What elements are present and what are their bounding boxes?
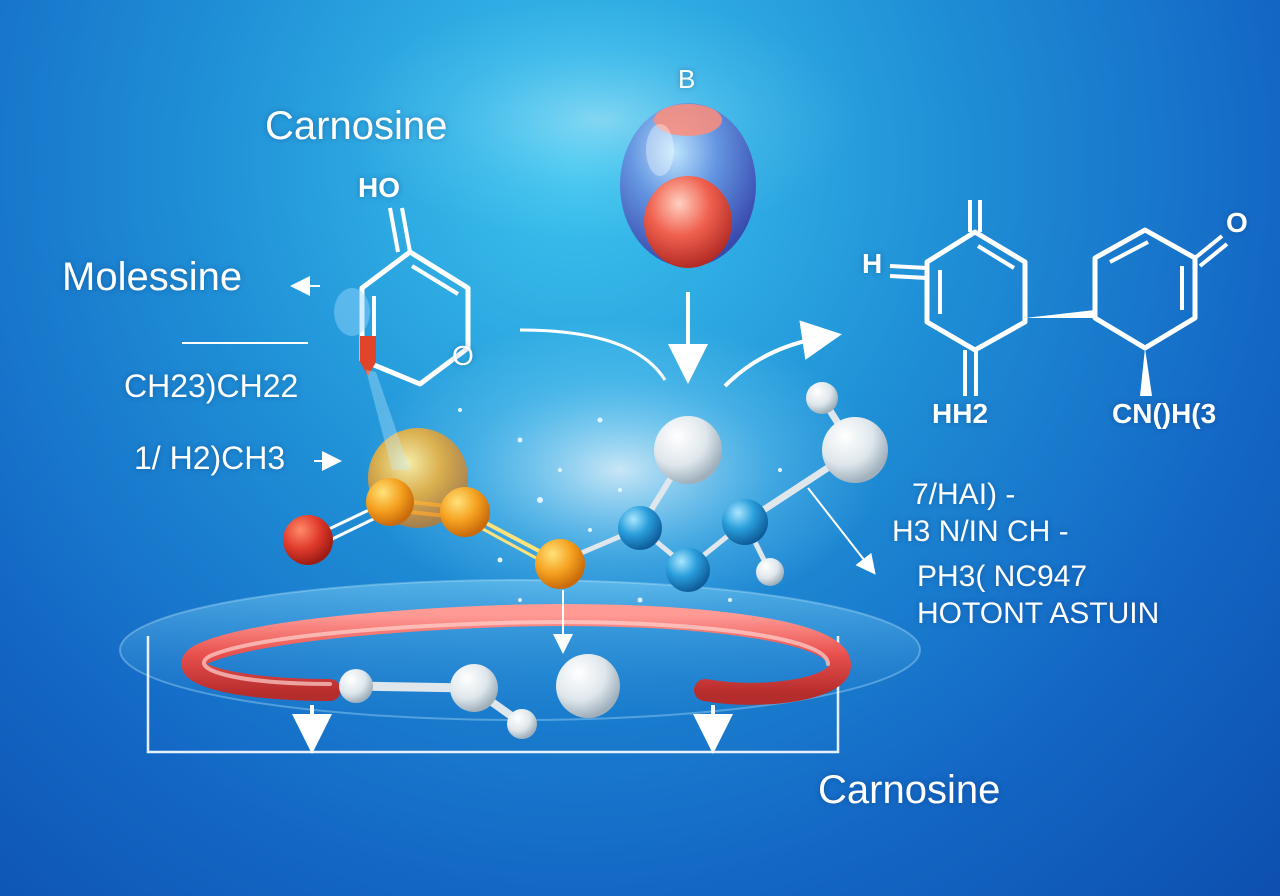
white-atom [654, 416, 722, 484]
ring-label-ho: HO [358, 172, 400, 203]
white-atom [339, 669, 373, 703]
title-carnosine-top: Carnosine [265, 104, 448, 148]
white-atom [450, 664, 498, 712]
blue-atom [722, 499, 768, 545]
white-atom [756, 558, 784, 586]
right-label-cn: CN()H(3 [1112, 398, 1217, 429]
label-molessine: Molessine [62, 255, 243, 299]
orange-atom [535, 539, 585, 589]
ring-double-bond [1109, 240, 1149, 264]
ring-carbonyl [400, 207, 412, 253]
white-atom [556, 654, 620, 718]
curved-arrow-icon [519, 328, 667, 381]
formula-h2ch3: 1/ H2)CH3 [134, 440, 286, 476]
white-atom [806, 382, 838, 414]
ring-carbonyl [388, 207, 400, 253]
bubble-shine [646, 124, 674, 176]
wedge-bond [1025, 310, 1095, 318]
bond [889, 274, 928, 280]
bond [1193, 234, 1224, 260]
curved-arrow-icon [723, 320, 842, 388]
ring-double-bond [976, 244, 1016, 270]
white-atom [507, 709, 537, 739]
ring-left-bubble [334, 288, 370, 336]
bond [1198, 242, 1229, 268]
bubble-label: B [678, 64, 696, 94]
right-label-h: H [862, 248, 883, 279]
white-atom [822, 417, 888, 483]
right-label-hh2: HH2 [932, 398, 989, 429]
ring-double-bond [410, 264, 460, 296]
ring-band-highlight [202, 619, 830, 686]
ring-structure-left [359, 249, 471, 387]
bond [889, 264, 928, 270]
right-text-line-1: 7/HAI) - [912, 478, 1016, 511]
sparkles [458, 408, 782, 603]
orange-atom [366, 478, 414, 526]
blue-atom [618, 506, 662, 550]
right-text-line-4: HOTONT ASTUIN [917, 597, 1160, 630]
ring-band [181, 603, 852, 705]
orange-atom [440, 487, 490, 537]
formula-ch23: CH23)CH22 [124, 368, 299, 404]
red-atom [283, 515, 333, 565]
arrow-right-icon [807, 487, 876, 575]
wedge-bond [1140, 348, 1152, 396]
blue-atom [666, 548, 710, 592]
bubble-inner [644, 176, 732, 268]
red-marker [360, 336, 376, 376]
right-text-line-3: PH3( NC947 [917, 560, 1088, 593]
title-carnosine-bottom: Carnosine [818, 768, 1001, 812]
bracket-frame [146, 636, 840, 754]
ring-label-o: O [452, 340, 474, 371]
light-beam [366, 370, 410, 470]
bubble-top-highlight [654, 104, 722, 136]
right-text-line-2: H3 N/IN CH - [892, 515, 1069, 548]
right-label-o: O [1226, 207, 1248, 238]
center-glow [360, 320, 880, 620]
